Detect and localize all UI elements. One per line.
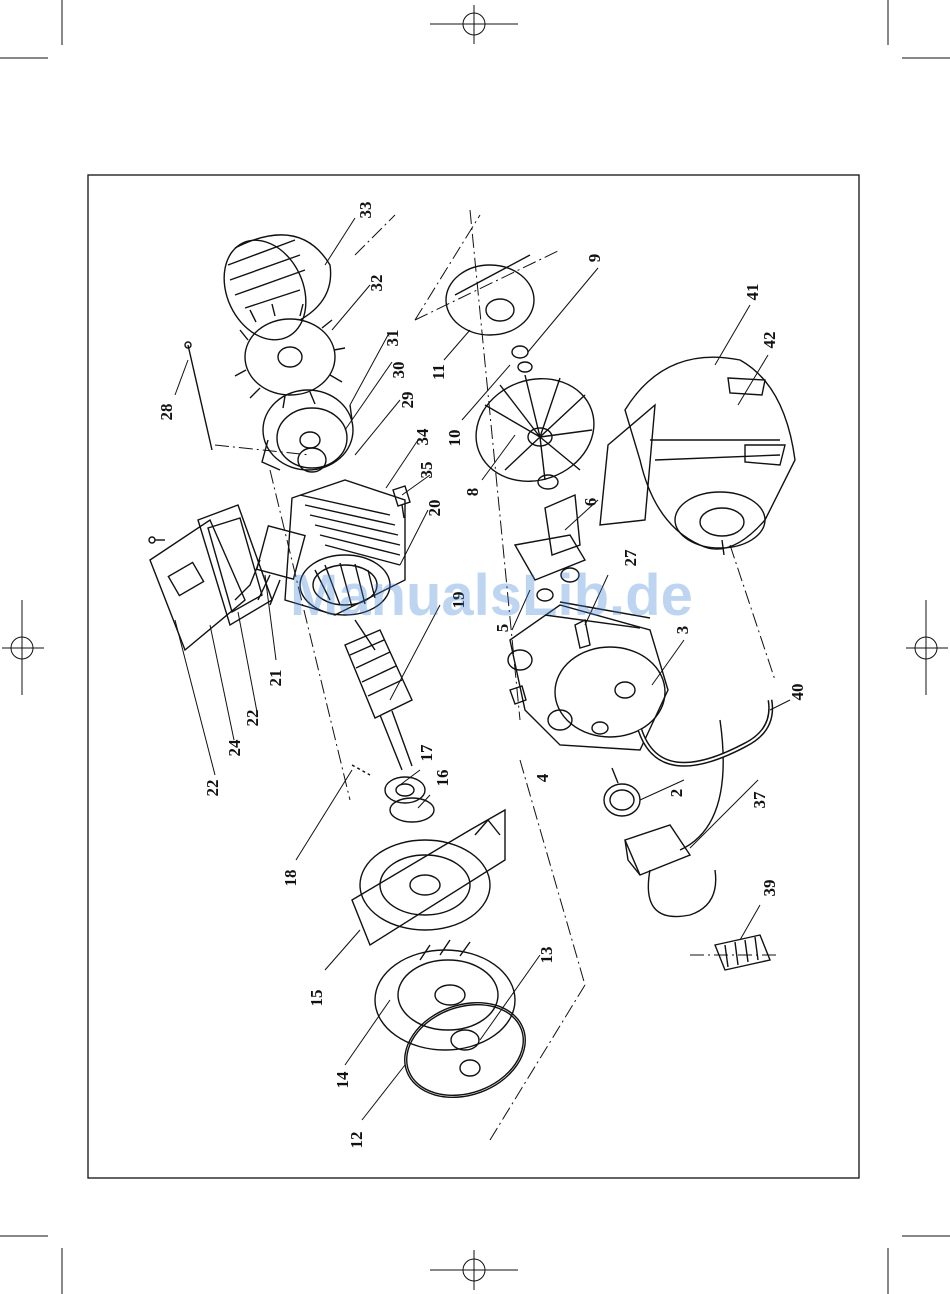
callout-18: 18 <box>281 870 300 887</box>
callout-4: 4 <box>533 773 552 782</box>
callout-21: 21 <box>266 670 285 687</box>
callout-17: 17 <box>417 744 436 762</box>
leader-lines <box>175 218 790 1120</box>
callout-13: 13 <box>537 947 556 964</box>
callout-32: 32 <box>367 275 386 292</box>
callout-42: 42 <box>760 332 779 349</box>
registration-mark-bottom <box>430 1250 518 1290</box>
callout-labels: 2345689101112131415161718192021222224272… <box>157 202 807 1149</box>
callout-34: 34 <box>413 428 432 446</box>
pump-flange <box>352 810 505 945</box>
callout-9: 9 <box>585 254 604 263</box>
callout-40: 40 <box>788 684 807 701</box>
callout-31: 31 <box>383 330 402 347</box>
callout-15: 15 <box>307 990 326 1007</box>
part-drawings <box>149 210 795 1140</box>
callout-37: 37 <box>750 791 769 809</box>
diffuser <box>375 940 515 1050</box>
registration-mark-left <box>2 600 44 695</box>
callout-39: 39 <box>760 880 779 897</box>
callout-30: 30 <box>389 362 408 379</box>
foot-valve <box>715 935 770 970</box>
callout-16: 16 <box>433 770 452 787</box>
callout-29: 29 <box>398 392 417 409</box>
callout-14: 14 <box>333 1071 352 1089</box>
callout-6: 6 <box>581 498 600 507</box>
callout-10: 10 <box>445 430 464 447</box>
registration-mark-top <box>430 5 518 44</box>
rotor-shaft <box>345 620 412 770</box>
callout-8: 8 <box>463 488 482 497</box>
callout-11: 11 <box>429 364 448 380</box>
rear-end-shield <box>262 390 353 472</box>
registration-mark-right <box>906 600 948 695</box>
fan-cover <box>209 227 331 353</box>
callout-22: 22 <box>203 780 222 797</box>
callout-20: 20 <box>425 500 444 517</box>
mechanical-seal <box>538 475 558 489</box>
callout-22: 22 <box>243 710 262 727</box>
impeller-nut <box>512 346 528 358</box>
callout-41: 41 <box>743 284 762 301</box>
impeller <box>446 255 534 335</box>
callout-33: 33 <box>356 202 375 219</box>
pressure-gauge <box>604 768 640 816</box>
fan-impeller <box>235 304 345 408</box>
callout-2: 2 <box>667 789 686 798</box>
diagram-frame <box>88 175 859 1178</box>
callout-35: 35 <box>417 462 436 479</box>
watermark: ManualsLib.de <box>290 563 693 628</box>
flexible-hose <box>640 700 771 764</box>
callout-12: 12 <box>347 1132 366 1149</box>
callout-24: 24 <box>225 739 244 757</box>
pressure-tank <box>600 357 795 549</box>
venturi-nozzle <box>451 1030 479 1050</box>
tie-rod <box>188 345 212 450</box>
callout-28: 28 <box>157 404 176 421</box>
